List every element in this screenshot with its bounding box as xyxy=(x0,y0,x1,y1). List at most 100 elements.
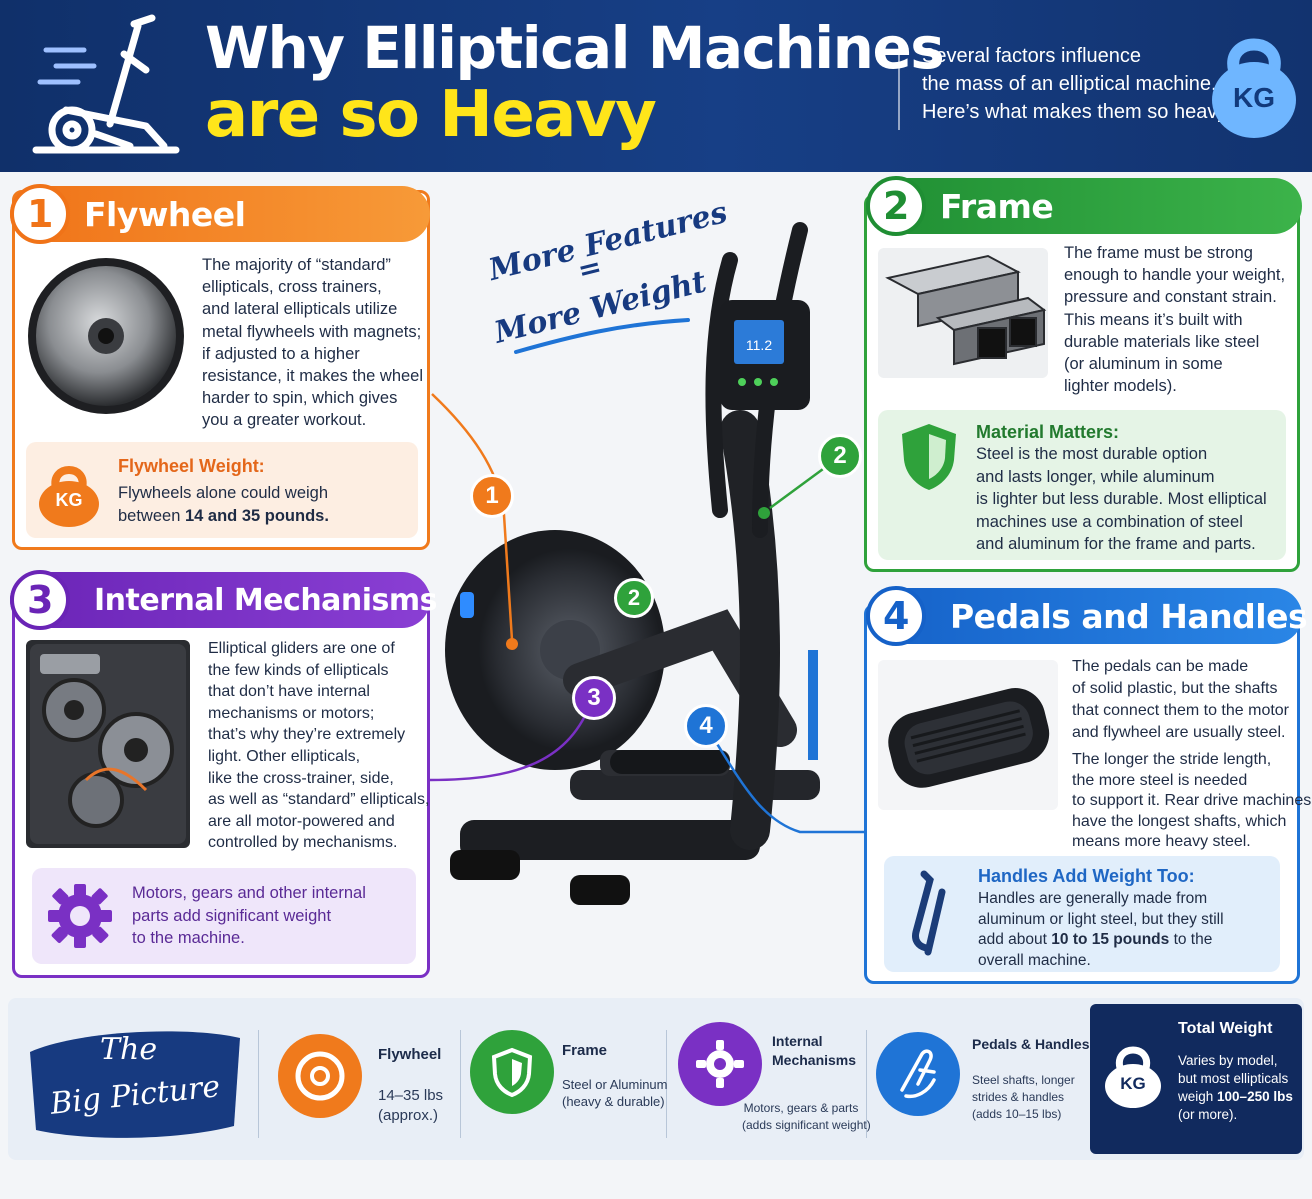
slogan-underline xyxy=(514,318,690,354)
internal-text-line: Elliptical gliders are one of xyxy=(208,640,395,657)
frame-title: Frame xyxy=(940,186,1054,226)
pedal-photo xyxy=(878,660,1058,810)
pedals-text-line: to support it. Rear drive machines xyxy=(1072,792,1312,809)
kettlebell-kg-icon: KG xyxy=(36,462,102,528)
internal-text-line: as well as “standard” ellipticals, xyxy=(208,791,430,809)
frame-photo xyxy=(878,248,1048,378)
internal-title: Internal Mechanisms xyxy=(94,582,438,618)
big-picture-line-1: The xyxy=(100,1032,158,1067)
flywheel-title: Flywheel xyxy=(84,194,246,234)
pedals-summary-title: Pedals & Handles xyxy=(972,1036,1090,1052)
pedals-summary-text: Steel shafts, longer strides & handles (… xyxy=(972,1072,1075,1123)
handles-text-line: overall machine. xyxy=(978,951,1091,969)
pedals-summary-line: Steel shafts, longer xyxy=(972,1073,1075,1087)
flywheel-summary-icon xyxy=(278,1034,362,1118)
header-banner: Why Elliptical Machines are so Heavy Sev… xyxy=(0,0,1312,172)
total-weight-line: weigh 100–250 lbs xyxy=(1178,1088,1293,1106)
page-title-line-2: are so Heavy xyxy=(205,78,657,152)
gears-motor-icon xyxy=(30,644,186,844)
flywheel-photo xyxy=(26,256,186,416)
material-callout: Material Matters: Steel is the most dura… xyxy=(878,410,1286,560)
internal-description: Elliptical gliders are one of the few ki… xyxy=(208,638,429,854)
internal-text-line: controlled by mechanisms. xyxy=(208,834,398,852)
parts-text-line: Motors, gears and other internal xyxy=(132,884,366,902)
pedal-icon xyxy=(888,688,1050,788)
flywheel-text-line: you a greater workout. xyxy=(202,411,367,430)
handles-text-line: aluminum or light steel, but they still xyxy=(978,910,1224,928)
flywheel-summary-text: 14–35 lbs (approx.) xyxy=(378,1086,443,1126)
marker-3: 3 xyxy=(572,676,616,720)
flywheel-weight-title: Flywheel Weight: xyxy=(118,456,265,476)
material-text-line: and aluminum for the frame and parts. xyxy=(976,535,1256,553)
flywheel-summary-title: Flywheel xyxy=(378,1046,442,1063)
internal-text-line: are all motor-powered and xyxy=(208,812,395,830)
pedals-text-line: the more steel is needed xyxy=(1072,771,1248,789)
mechanism-photo xyxy=(26,640,190,848)
frame-text-line: This means it’s built with xyxy=(1064,310,1243,329)
pedals-text-line: have the longest shafts, which xyxy=(1072,812,1287,830)
flywheel-description: The majority of “standard” ellipticals, … xyxy=(202,254,423,432)
gear-icon xyxy=(48,884,112,948)
shield-icon xyxy=(902,424,956,490)
frame-text-line: (or aluminum in some xyxy=(1064,355,1223,374)
strip-separator xyxy=(258,1030,259,1138)
internal-summary-line: Motors, gears & parts xyxy=(743,1101,859,1115)
pedals-description-b: The longer the stride length, the more s… xyxy=(1072,750,1311,853)
gear-icon xyxy=(696,1040,744,1088)
pedals-text-line: of solid plastic, but the shafts xyxy=(1072,680,1278,697)
kettlebell-kg-label: KG xyxy=(1233,82,1275,113)
header-subtitle-line: Several factors influence xyxy=(922,45,1142,67)
flywheel-weight-line: Flywheels alone could weigh xyxy=(118,484,329,502)
pedal-hand-icon xyxy=(900,1049,936,1099)
flywheel-text-line: The majority of “standard” xyxy=(202,256,391,274)
strip-separator xyxy=(460,1030,461,1138)
elliptical-logo-icon xyxy=(32,14,180,154)
internal-number: 3 xyxy=(10,570,70,630)
flywheel-header: 1 Flywheel xyxy=(10,184,430,244)
internal-text-line: mechanisms or motors; xyxy=(208,704,375,722)
pedals-description-a: The pedals can be made of solid plastic,… xyxy=(1072,656,1289,744)
flywheel-weight-prefix: between xyxy=(118,506,185,525)
slogan: More Features = More Weight xyxy=(485,195,731,360)
header-subtitle: Several factors influence the mass of an… xyxy=(922,42,1233,126)
handles-suffix: to the xyxy=(1169,931,1213,948)
flywheel-text-line: ellipticals, cross trainers, xyxy=(202,278,382,297)
flywheel-disc-icon xyxy=(28,258,184,414)
strip-separator xyxy=(666,1030,667,1138)
kettlebell-kg-icon: KG xyxy=(1102,1040,1164,1110)
marker-4: 4 xyxy=(684,704,728,748)
flywheel-text-line: metal flywheels with magnets; xyxy=(202,322,422,341)
internal-header: 3 Internal Mechanisms xyxy=(10,570,438,630)
parts-text-line: parts add significant weight xyxy=(132,906,332,925)
big-picture-label: The Big Picture xyxy=(20,1022,246,1144)
pedals-text-line: The longer the stride length, xyxy=(1072,751,1272,768)
material-text: Steel is the most durable option and las… xyxy=(976,443,1267,556)
pedals-summary-icon xyxy=(876,1032,960,1116)
handle-bars-icon xyxy=(912,870,946,956)
flywheel-text-line: harder to spin, which gives xyxy=(202,389,398,408)
flywheel-summary-line: (approx.) xyxy=(378,1107,439,1124)
handles-text: Handles are generally made from aluminum… xyxy=(978,889,1224,971)
marker-1: 1 xyxy=(470,474,514,518)
internal-text-line: like the cross-trainer, side, xyxy=(208,769,394,787)
flywheel-text-line: and lateral ellipticals utilize xyxy=(202,300,398,319)
frame-summary-line: Steel or Aluminum xyxy=(562,1077,668,1092)
pedals-number: 4 xyxy=(866,586,926,646)
total-weight-text: Varies by model, but most ellipticals we… xyxy=(1178,1052,1293,1124)
frame-text-line: enough to handle your weight, xyxy=(1064,266,1286,285)
flywheel-weight-line: between 14 and 35 pounds. xyxy=(118,505,329,528)
pedals-text-line: means more heavy steel. xyxy=(1072,833,1251,850)
frame-summary-text: Steel or Aluminum (heavy & durable) xyxy=(562,1076,668,1110)
total-weight-prefix: weigh xyxy=(1178,1089,1218,1104)
page-title-line-1: Why Elliptical Machines xyxy=(205,14,945,82)
handles-text-line: add about 10 to 15 pounds to the xyxy=(978,930,1224,951)
material-text-line: machines use a combination of steel xyxy=(976,512,1243,531)
internal-summary-title: Internal Mechanisms xyxy=(772,1032,856,1070)
strip-separator xyxy=(866,1030,867,1138)
pedals-text-line: and flywheel are usually steel. xyxy=(1072,724,1286,741)
pedals-text-line: The pedals can be made xyxy=(1072,658,1249,675)
internal-summary-icon xyxy=(678,1022,762,1106)
handles-title: Handles Add Weight Too: xyxy=(978,866,1195,886)
internal-summary-title-line: Internal xyxy=(772,1033,823,1049)
flywheel-weight-text: Flywheels alone could weigh between 14 a… xyxy=(118,482,329,527)
